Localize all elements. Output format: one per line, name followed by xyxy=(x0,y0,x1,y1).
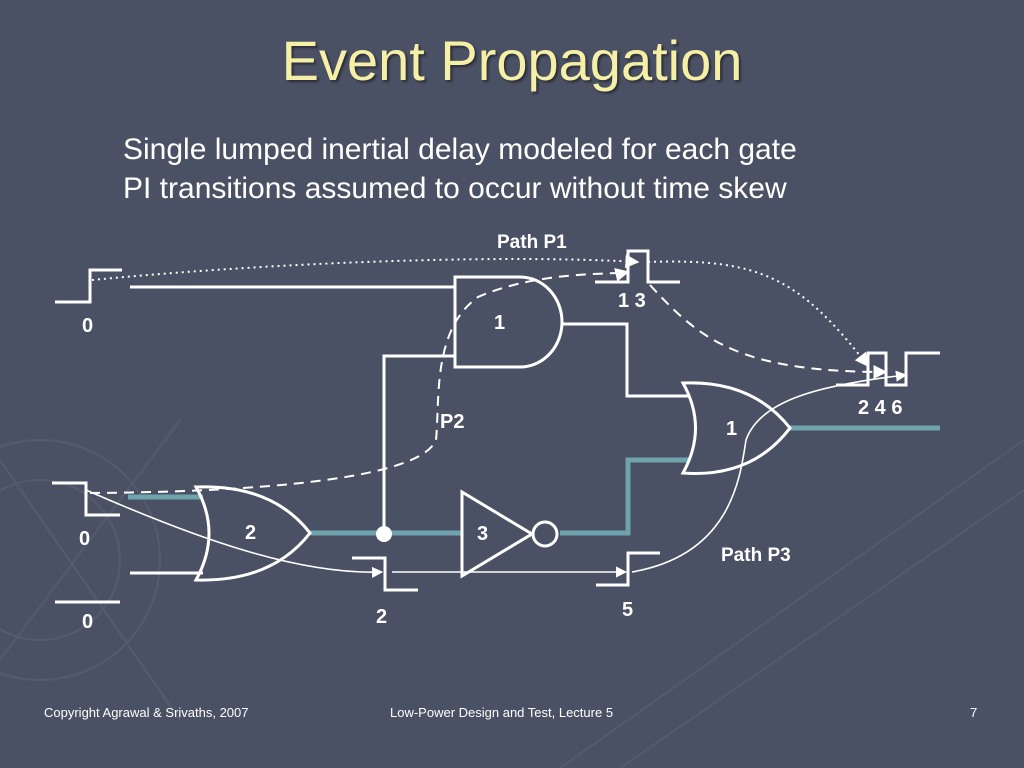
path-p1-arrow-output xyxy=(647,260,869,368)
bullet-line-1: Single lumped inertial delay modeled for… xyxy=(123,133,797,166)
or-gate-output-time: 2 xyxy=(376,606,388,628)
path-p1-label: Path P1 xyxy=(497,232,567,253)
path-p3-arrow-output xyxy=(631,370,908,573)
input-a-time: 0 xyxy=(82,315,94,337)
inverter-delay: 3 xyxy=(477,523,489,545)
and-gate xyxy=(453,275,564,369)
inverter-gate xyxy=(460,489,559,579)
path-p2-arrow-output xyxy=(649,284,888,379)
path-p2-arrow xyxy=(89,267,630,494)
inverter-output-time: 5 xyxy=(622,599,634,621)
input-c-time: 0 xyxy=(82,611,94,633)
background-compass-decoration xyxy=(0,419,1024,768)
or-gate-input-delay: 2 xyxy=(245,522,257,544)
white-wires xyxy=(130,285,690,575)
footer-copyright: Copyright Agrawal & Srivaths, 2007 xyxy=(44,705,249,720)
input-waveforms xyxy=(52,268,122,604)
footer-page-number: 7 xyxy=(970,705,978,720)
path-p3-arrow xyxy=(85,489,384,578)
slide-title: Event Propagation xyxy=(281,29,743,92)
or-gate-output-delay: 1 xyxy=(726,418,738,440)
p1-pulse-times: 1 3 xyxy=(618,290,646,312)
path-p3-label: Path P3 xyxy=(721,545,791,566)
output-event-times: 2 4 6 xyxy=(858,397,903,419)
path-p2-label: P2 xyxy=(440,411,465,433)
bullet-line-2: PI transitions assumed to occur without … xyxy=(123,172,787,205)
or-gate-input xyxy=(193,485,312,582)
fanout-junction xyxy=(376,526,392,542)
input-b-time: 0 xyxy=(79,528,91,550)
highlighted-wires xyxy=(128,425,940,536)
path-p1-arrow xyxy=(91,254,640,281)
or-gate-output xyxy=(680,381,792,475)
footer-course: Low-Power Design and Test, Lecture 5 xyxy=(390,705,614,720)
and-gate-delay: 1 xyxy=(494,312,506,334)
